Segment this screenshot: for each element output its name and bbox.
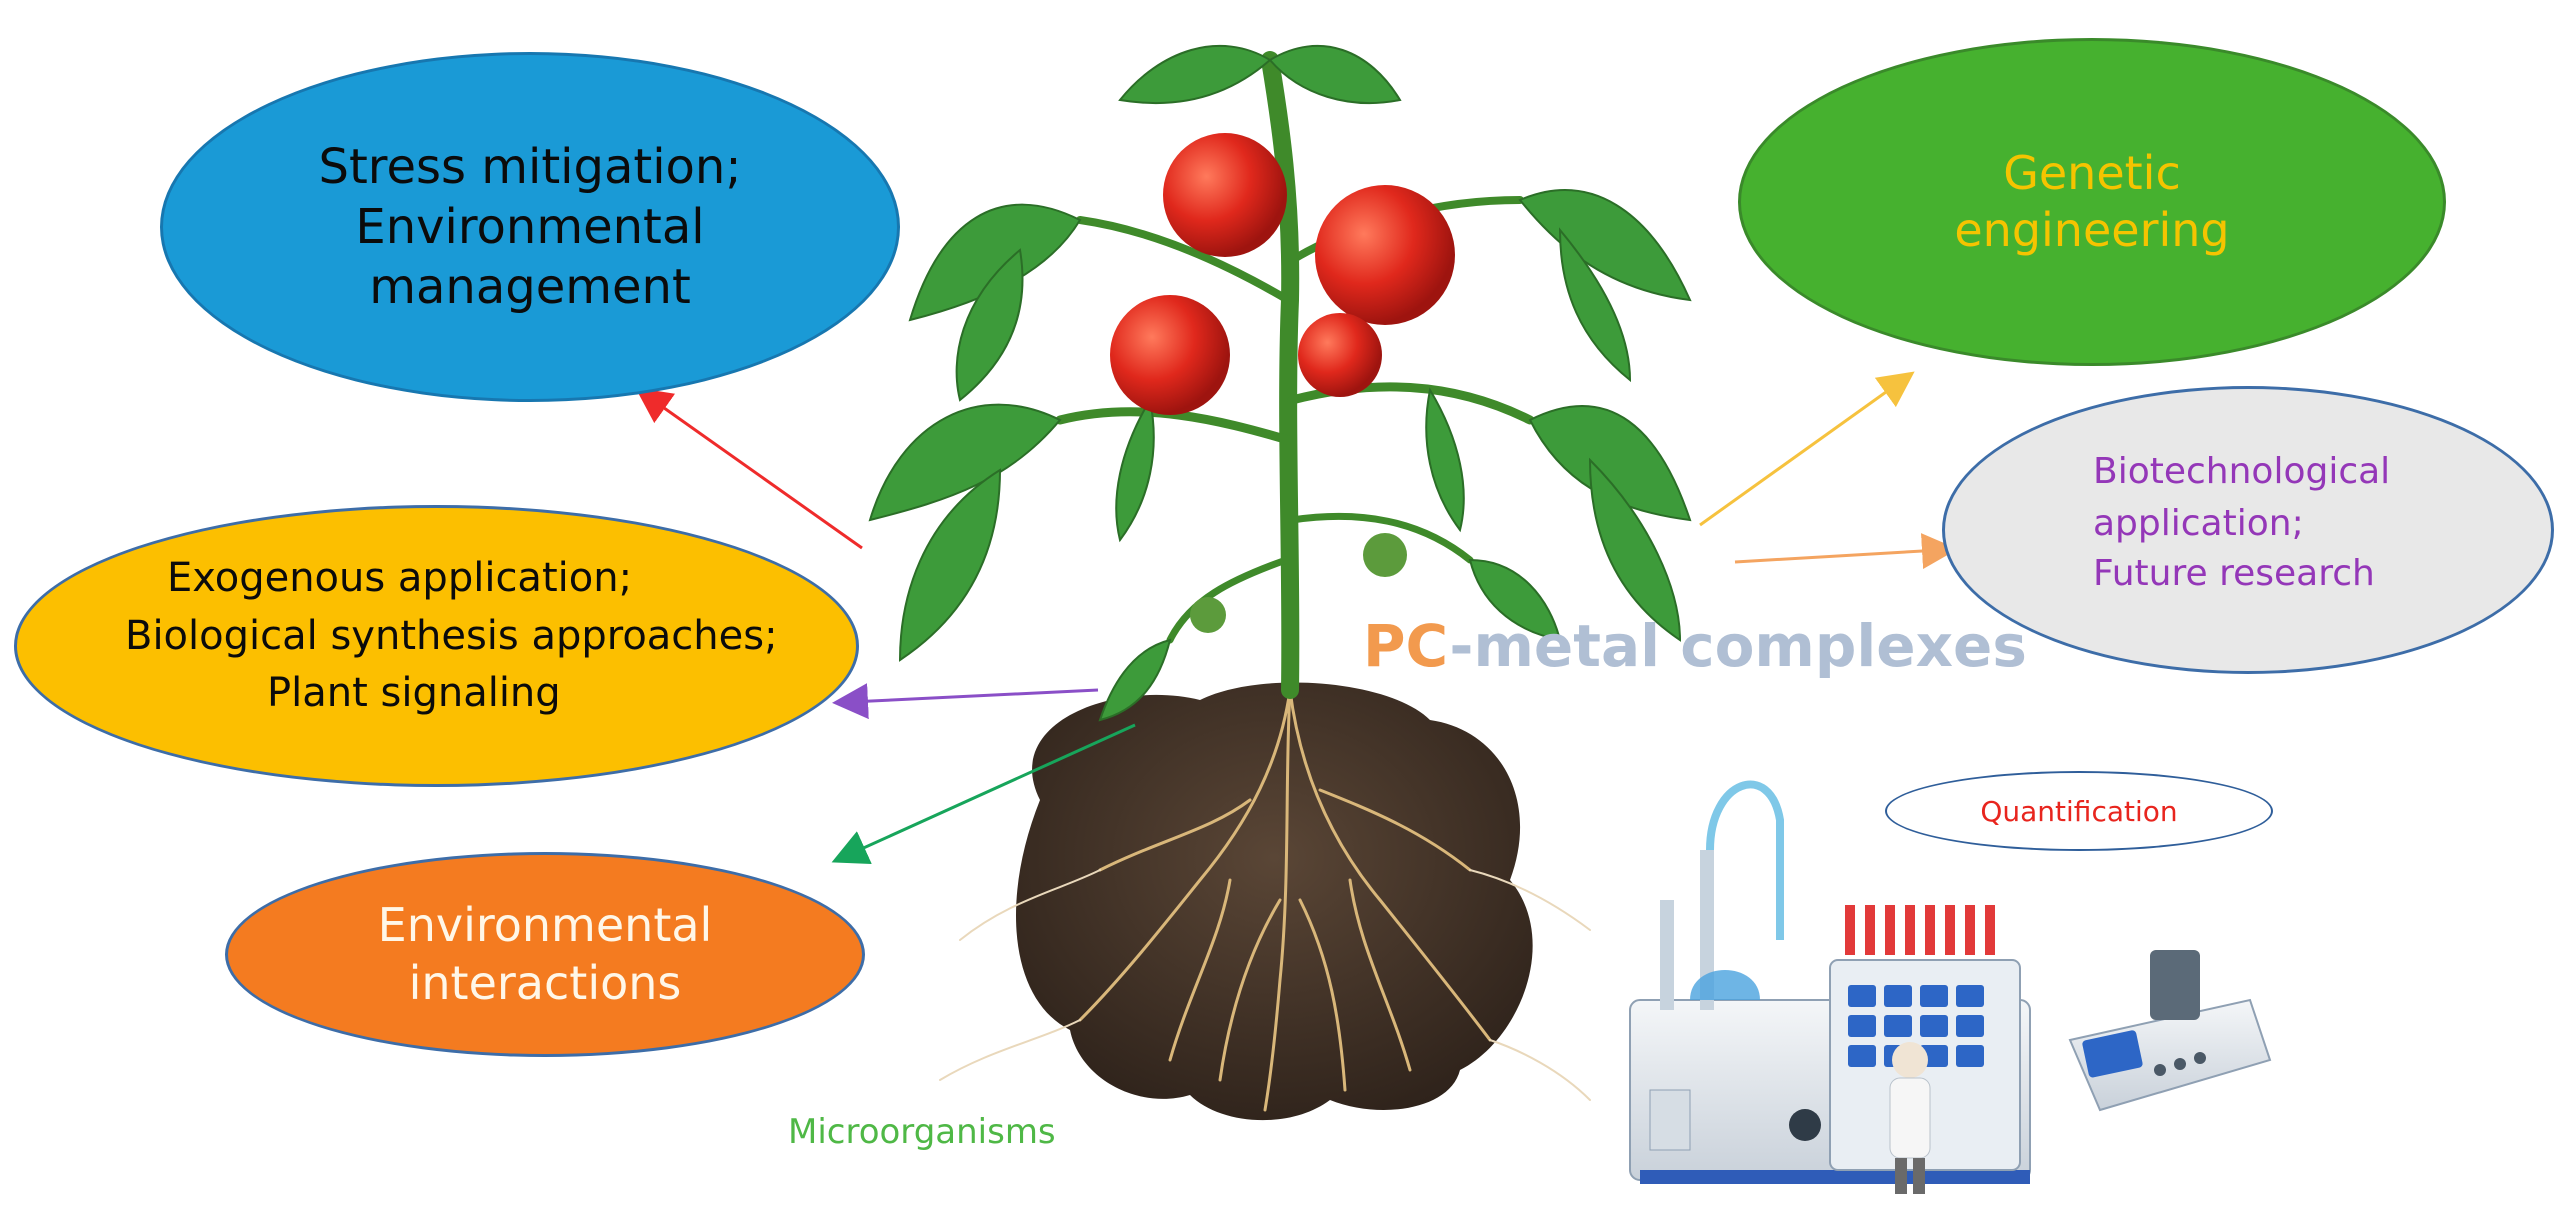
microorganisms-label: Microorganisms: [788, 1112, 1056, 1152]
plant-stem: [1055, 51, 1535, 699]
ellipse-genetic-engineering: Genetic engineering: [1738, 38, 2446, 366]
plant-roots: [939, 688, 1591, 1112]
arrow-to-genetic: [1699, 371, 1915, 527]
lab-analyzer-illustration: [1629, 780, 2031, 1194]
soil-root-ball: [1016, 682, 1533, 1121]
arrow-to-stress: [635, 387, 863, 550]
stress-line-3: management: [369, 259, 691, 315]
ellipse-quantification: Quantification: [1885, 771, 2273, 851]
ellipse-exogenous-application: Exogenous application; Biological synthe…: [14, 505, 859, 787]
ellipse-stress-mitigation: Stress mitigation; Environmental managem…: [160, 52, 900, 402]
biotech-line-3: Future research: [2093, 553, 2375, 594]
lab-device-illustration: [2068, 950, 2272, 1112]
center-label-pc-metal-complexes: PC-metal complexes: [1363, 612, 2027, 680]
ellipse-environmental-interactions: Environmental interactions: [225, 852, 865, 1057]
tomato-fruits: [1110, 133, 1455, 633]
plant-leaves: [868, 45, 1692, 722]
stress-line-2: Environmental: [355, 199, 705, 255]
stress-line-1: Stress mitigation;: [318, 139, 742, 195]
exogenous-line-2: Biological synthesis approaches;: [125, 613, 778, 659]
genetic-line-1: Genetic: [2003, 145, 2181, 200]
exogenous-line-3: Plant signaling: [267, 670, 561, 716]
environmental-line-1: Environmental: [377, 898, 713, 952]
biotech-line-1: Biotechnological: [2093, 451, 2391, 492]
genetic-line-2: engineering: [1954, 203, 2230, 257]
ellipse-biotechnological-application: Biotechnological application; Future res…: [1942, 386, 2554, 674]
center-label-prefix: PC: [1363, 612, 1450, 680]
arrow-to-exogenous: [832, 683, 1099, 720]
environmental-line-2: interactions: [408, 955, 682, 1010]
exogenous-line-1: Exogenous application;: [167, 555, 633, 601]
quantification-label: Quantification: [1980, 794, 2178, 828]
center-label-rest: -metal complexes: [1449, 612, 2027, 680]
biotech-line-2: application;: [2093, 503, 2304, 544]
arrow-to-biotech: [1734, 533, 1958, 570]
arrow-to-environmental: [831, 723, 1136, 864]
